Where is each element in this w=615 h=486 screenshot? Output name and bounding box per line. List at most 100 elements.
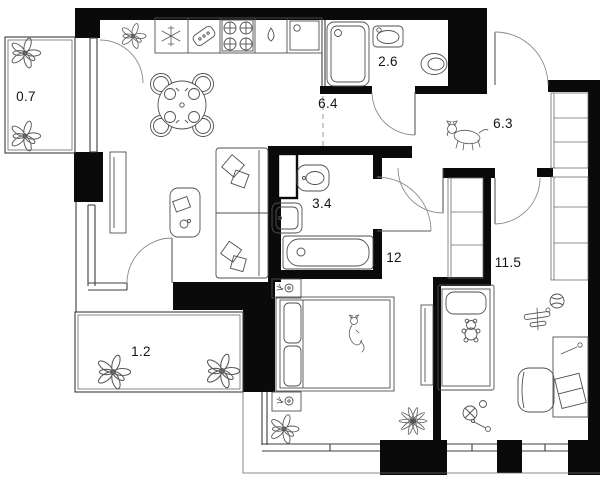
- wall-top-main: [75, 8, 450, 20]
- living-south-window: [88, 282, 128, 291]
- wall-right: [588, 80, 600, 475]
- toilet-icon: [296, 164, 330, 192]
- wall-shower-south-left: [320, 86, 372, 94]
- area-label-bathroom: 3.4: [312, 196, 332, 211]
- toy-plane-icon: [523, 307, 551, 331]
- kids-room-door: [494, 177, 541, 225]
- cat-icon: [348, 314, 365, 353]
- pillow-icon: [229, 255, 247, 273]
- teddy-bear-icon: [461, 318, 481, 343]
- hallway-closet-shelves-icon: [550, 92, 589, 169]
- area-label-balcony-top: 0.7: [16, 89, 36, 104]
- flower-icon: [96, 353, 132, 391]
- wall-bathroom-north-stub: [373, 146, 412, 158]
- balcony-bottom-outline: [74, 311, 244, 393]
- hallway-items: [446, 120, 489, 151]
- wall-pier-south-1: [380, 440, 447, 475]
- bedroom-furniture: [269, 278, 434, 445]
- living-west-window: [87, 204, 96, 286]
- cutting-board-icon: [192, 25, 216, 47]
- walls: [74, 8, 600, 475]
- kitchen-counter: [120, 17, 323, 54]
- floor-toy-icons: [462, 400, 491, 432]
- area-label-kids-room: 11.5: [495, 255, 521, 270]
- south-exterior-contour: [242, 392, 600, 474]
- star-plant-icon: [398, 406, 428, 436]
- kids-south-window-1: [447, 443, 497, 452]
- coffee-table-icon: [169, 187, 201, 238]
- area-label-kitchen: 6.4: [318, 96, 338, 111]
- wall-hall-south-stub: [537, 168, 553, 177]
- washbasin-icon: [271, 202, 303, 234]
- nook-wardrobe-icon: [447, 177, 484, 279]
- wall-bedroom-west: [243, 282, 275, 392]
- bedroom-door: [397, 167, 444, 214]
- kids-south-window-2: [522, 443, 568, 452]
- flower-icon: [10, 119, 42, 153]
- area-label-balcony-bottom: 1.2: [131, 344, 151, 359]
- wall-hall-south-mid: [443, 168, 495, 178]
- wall-entry-shaft: [448, 8, 487, 94]
- bathtub-icon: [282, 235, 374, 270]
- bedroom-plant-icon: [269, 413, 300, 445]
- wall-pier-south-2: [497, 440, 522, 473]
- dog-icon: [446, 120, 489, 151]
- water-drop-icon: [267, 27, 275, 42]
- wall-top-left-pier: [75, 8, 100, 38]
- wall-pier-south-3: [568, 440, 600, 475]
- ball-icon: [549, 293, 565, 309]
- nightstand-lamp-icon: [271, 391, 302, 412]
- balcony-plants: [10, 36, 241, 391]
- area-label-shower-room: 2.6: [378, 54, 398, 69]
- windows-and-contours: [4, 20, 600, 474]
- area-label-hallway: 6.3: [493, 116, 513, 131]
- washbasin-icon: [372, 25, 404, 48]
- desk-icon: [552, 336, 589, 418]
- kitchen-balcony-door: [99, 39, 144, 84]
- balcony-door-unit: [89, 37, 98, 153]
- wall-nook-south: [433, 277, 491, 286]
- wall-rooms-divider: [433, 282, 441, 442]
- wall-bathroom-east-top: [373, 146, 382, 179]
- kitchen-plant-icon: [120, 22, 147, 50]
- doors: [99, 31, 549, 284]
- duct-shaft-icon: [276, 152, 299, 200]
- bathroom-door: [376, 176, 432, 232]
- wall-bathroom-east-bottom: [373, 229, 382, 279]
- double-bed-icon: [275, 296, 395, 392]
- toilet-icon: [420, 53, 448, 75]
- laptop-icon: [554, 372, 587, 410]
- shower-tray-icon: [326, 21, 370, 87]
- wall-bathroom-north: [268, 146, 381, 155]
- round-table-icon: [157, 80, 207, 130]
- place-setting-icon: [164, 87, 200, 124]
- shower-room-fixtures: [326, 21, 448, 87]
- flower-icon: [205, 352, 241, 390]
- wall-bathroom-south: [275, 270, 381, 279]
- pillow-icon: [221, 154, 245, 178]
- desk-chair-icon: [517, 367, 555, 413]
- pillow-icon: [230, 169, 250, 189]
- kids-room-furniture: [437, 284, 589, 432]
- dining-set: [150, 73, 214, 137]
- flower-icon: [10, 36, 42, 70]
- nightstand-lamp-icon: [271, 278, 302, 299]
- pillow-icon: [220, 240, 243, 263]
- wall-shower-south-right: [415, 86, 448, 94]
- bedroom-wardrobe-icon: [420, 304, 434, 386]
- bathroom-fixtures: [271, 164, 374, 270]
- area-label-bedroom: 12: [386, 250, 402, 265]
- single-bed-icon: [437, 284, 495, 391]
- freezer-snowflake-icon: [161, 25, 181, 47]
- bedroom-south-window: [262, 443, 380, 452]
- balcony-top-outline: [4, 36, 76, 154]
- shower-room-door: [371, 91, 416, 136]
- area-labels: 0.7 6.4 2.6 6.3 3.4 12 11.5 1.2: [16, 54, 521, 359]
- wall-entry-right: [548, 80, 600, 92]
- living-room-furniture: [109, 147, 269, 279]
- sink-icon: [289, 20, 320, 51]
- wall-left-mid-pier: [74, 152, 103, 202]
- bedroom-west-window: [261, 392, 268, 445]
